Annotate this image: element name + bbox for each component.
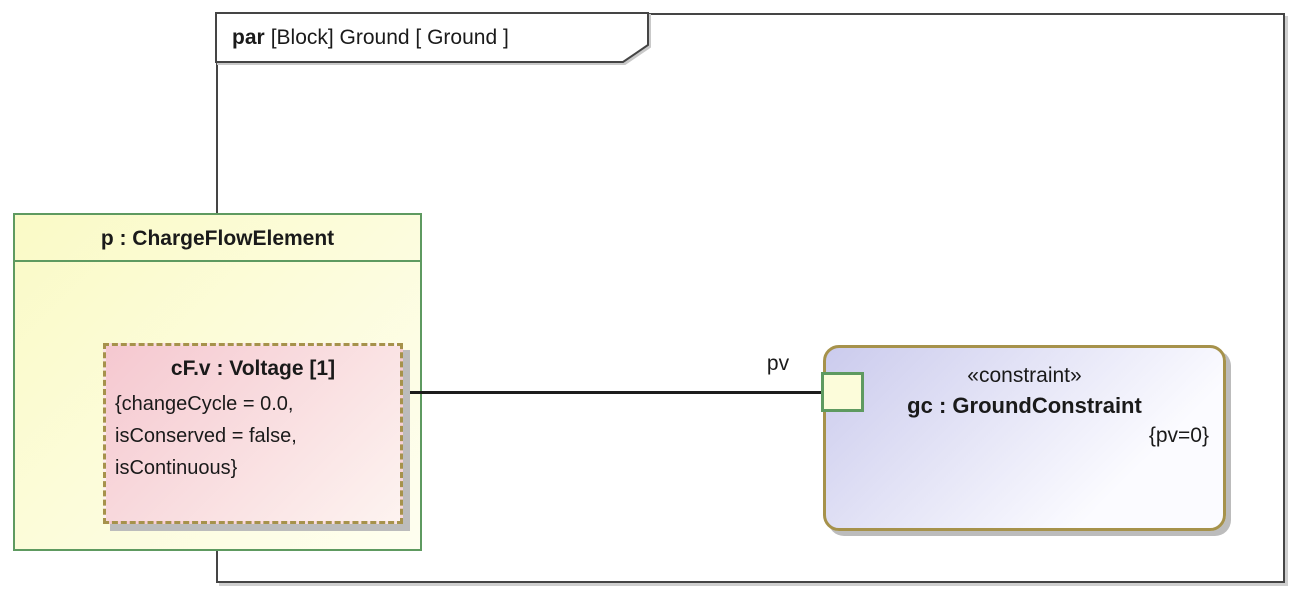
frame-tab-shape	[215, 12, 649, 63]
constraint-expression: {pv=0}	[1148, 424, 1209, 447]
part-block-title[interactable]: p : ChargeFlowElement	[15, 215, 420, 262]
frame-tab-polygon	[215, 12, 649, 63]
frame-diagram-kind: par	[232, 26, 265, 49]
frame-tab-label[interactable]: par[Block] Ground [ Ground ]	[216, 13, 652, 62]
constraint-property-gc-box[interactable]: «constraint» gc : GroundConstraint {pv=0…	[823, 345, 1226, 531]
frame-diagram-title: [Block] Ground [ Ground ]	[270, 26, 509, 49]
value-property-detail-line: isContinuous}	[115, 457, 238, 479]
constraint-stereotype: «constraint»	[967, 364, 1082, 387]
value-property-voltage-box[interactable]: cF.v : Voltage [1] {changeCycle = 0.0, i…	[103, 343, 403, 524]
binding-connector-line[interactable]	[401, 391, 823, 394]
constraint-parameter-port[interactable]	[821, 372, 864, 412]
constraint-name[interactable]: gc : GroundConstraint	[907, 393, 1142, 418]
value-property-detail-line: isConserved = false,	[115, 425, 297, 447]
value-property-title[interactable]: cF.v : Voltage [1]	[170, 357, 336, 380]
value-property-detail-line: {changeCycle = 0.0,	[115, 393, 294, 415]
constraint-parameter-label: pv	[766, 352, 790, 375]
